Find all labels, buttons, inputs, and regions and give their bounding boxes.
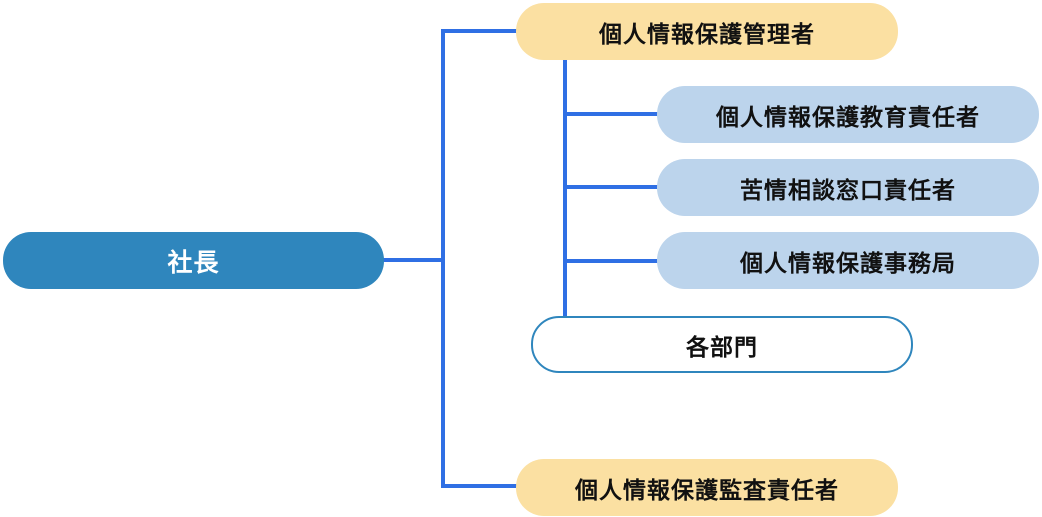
node-complaints-officer: 苦情相談窓口責任者 xyxy=(657,159,1039,216)
node-departments: 各部門 xyxy=(531,316,913,373)
connector-complaints-horizontal xyxy=(563,185,660,189)
connector-auditor-horizontal xyxy=(441,484,519,488)
connector-education-horizontal xyxy=(563,112,660,116)
connector-root-horizontal xyxy=(383,258,445,262)
node-president: 社長 xyxy=(3,232,384,289)
node-privacy-secretariat: 個人情報保護事務局 xyxy=(657,232,1039,289)
node-audit-officer: 個人情報保護監査責任者 xyxy=(516,459,898,516)
node-education-officer: 個人情報保護教育責任者 xyxy=(657,86,1039,143)
connector-secretariat-horizontal xyxy=(563,259,660,263)
connector-manager-horizontal xyxy=(441,29,519,33)
node-privacy-manager: 個人情報保護管理者 xyxy=(516,3,898,60)
connector-main-vertical xyxy=(441,29,445,488)
